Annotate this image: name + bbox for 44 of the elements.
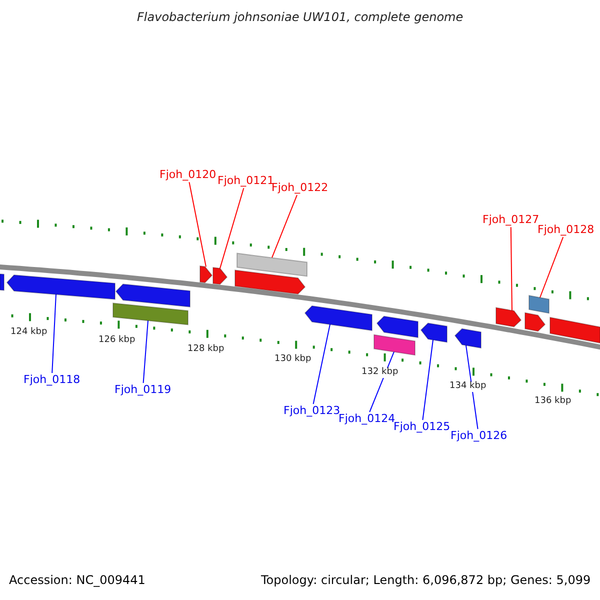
gene-label: Fjoh_0120: [160, 169, 216, 182]
title: Flavobacterium johnsoniae UW101, complete genome: [137, 11, 464, 24]
gene-label: Fjoh_0122: [272, 182, 328, 194]
gene-pentagon: [420, 322, 448, 343]
leader-line: [422, 340, 434, 420]
gene-label: Fjoh_0128: [538, 224, 594, 236]
scale-label: 126 kbp: [98, 336, 136, 346]
gene-pentagon: [115, 284, 190, 308]
leader-line: [52, 294, 56, 374]
gene-label: Fjoh_0124: [338, 413, 396, 426]
gene-pentagon: [454, 328, 482, 349]
gene-bar: [528, 294, 550, 314]
gene-bar: [374, 334, 416, 356]
leader-line: [312, 324, 330, 404]
gene-label: Fjoh_0118: [24, 374, 80, 386]
scale-label: 134 kbp: [448, 382, 488, 392]
gene-pentagon: [234, 270, 306, 295]
leader-line: [272, 194, 298, 258]
gene-bar: [112, 302, 188, 326]
scale-label: 132 kbp: [360, 368, 400, 378]
scale-label: 136 kbp: [534, 396, 572, 407]
scale-label: 124 kbp: [10, 328, 48, 338]
leader-line: [220, 188, 244, 269]
gene-pentagon: [496, 307, 522, 328]
genome-stats-text: Topology: circular; Length: 6,096,872 bp; Genes: 5,099: [261, 574, 591, 588]
gene-label: Fjoh_0123: [284, 405, 340, 418]
leader-line: [188, 182, 206, 268]
gene-pentagon: [376, 316, 418, 338]
gene-pentagon: [200, 265, 213, 284]
gene-pentagon: [304, 305, 372, 332]
gene-pentagon: [212, 266, 228, 285]
gene-bar: [236, 252, 308, 277]
accession-text: Accession: NC_009441: [9, 574, 146, 588]
gene-label: Fjoh_0125: [394, 421, 450, 434]
scale-label: 128 kbp: [186, 344, 226, 355]
gene-label: Fjoh_0119: [114, 384, 172, 396]
leader-line: [466, 344, 478, 430]
leader-line: [510, 226, 512, 311]
gene-label: Fjoh_0126: [450, 430, 508, 442]
scale-label: 130 kbp: [274, 355, 312, 366]
gene-label: Fjoh_0127: [482, 214, 540, 226]
gene-pentagon: [524, 312, 546, 332]
leader-line: [540, 236, 564, 298]
gene-pentagon: [550, 316, 600, 344]
